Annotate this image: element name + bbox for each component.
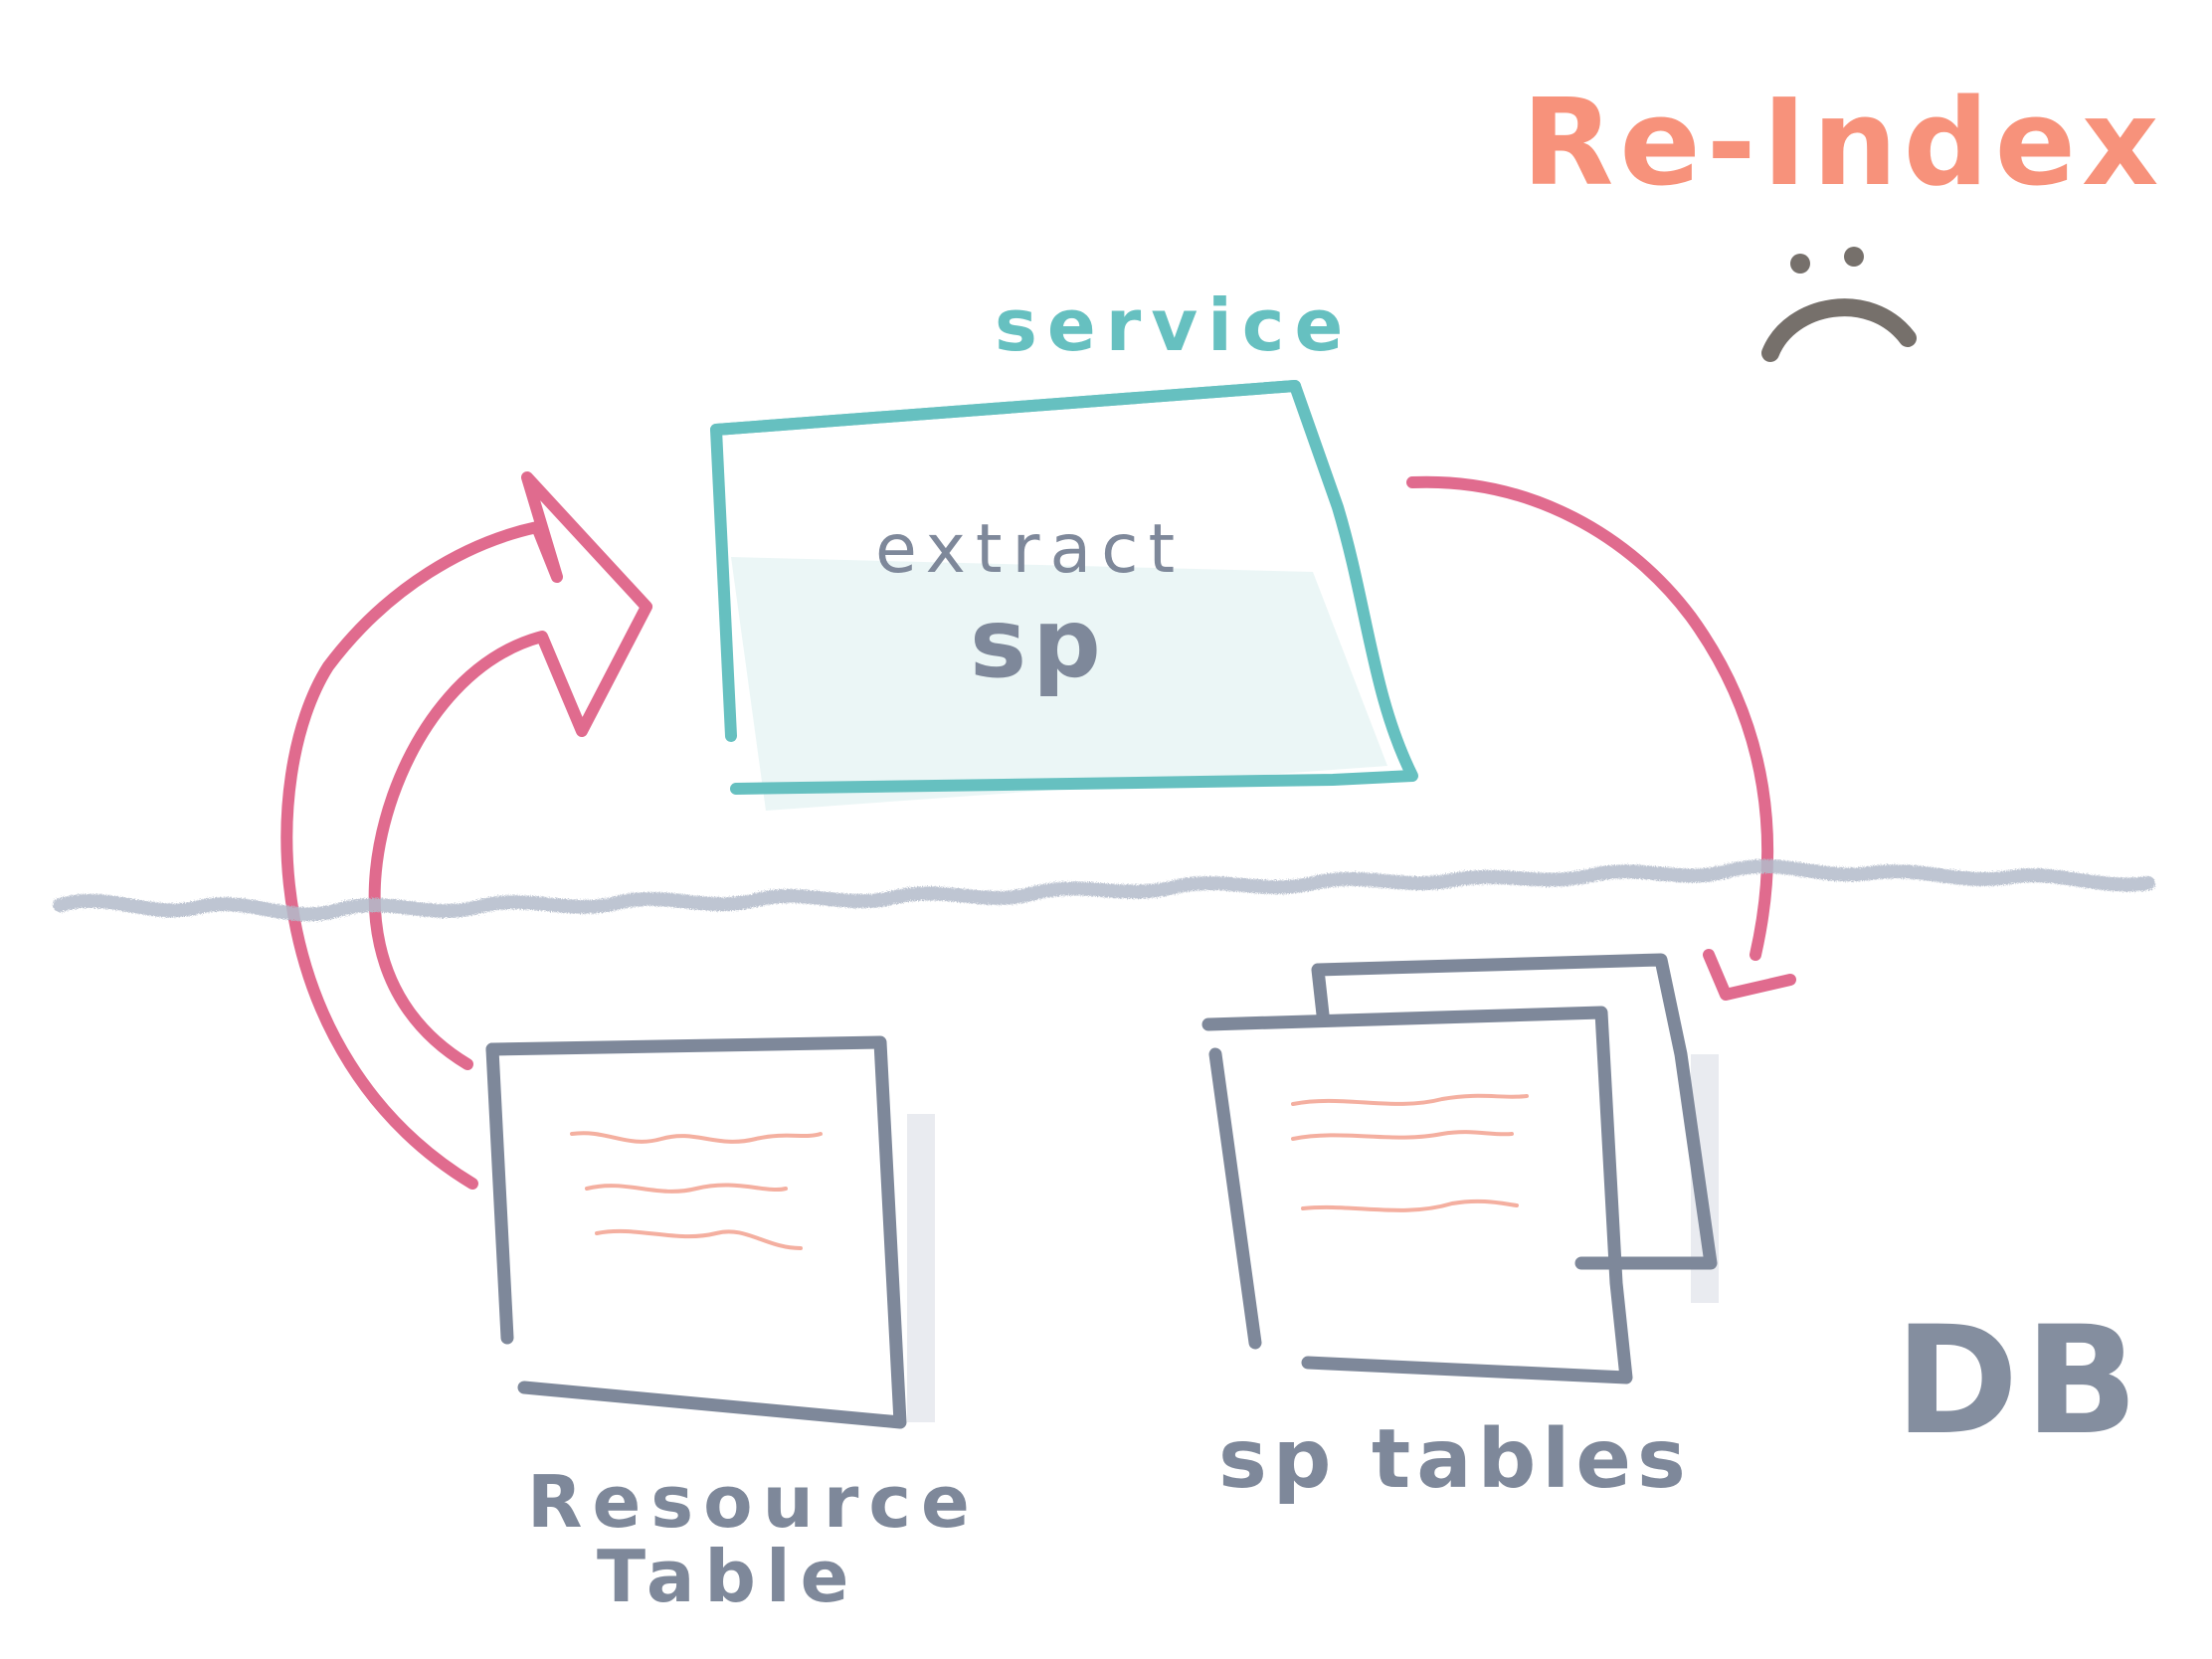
resource-table-document [485,1035,907,1429]
resource-table-label-line1: Resource [527,1460,980,1544]
sp-tables-front-sheet [1201,1006,1633,1384]
service-line2: sp [970,588,1107,699]
title-text: Re-Index [1522,75,2164,213]
sp-tables-label: sp tables [1218,1412,1692,1507]
separator-wave [53,858,2155,922]
right-down-arrow [1406,475,1774,961]
service-box-shadow [731,557,1387,811]
resource-table-lines [570,1131,823,1250]
sad-face-icon [1761,247,1917,362]
resource-table-shadow [907,1114,935,1422]
sp-tables-back-sheet [1311,953,1718,1270]
left-up-arrow [280,471,652,1190]
resource-table-label-line2: Table [597,1535,858,1618]
db-label: DB [1895,1295,2144,1468]
service-label: service [995,283,1353,367]
sp-tables-lines [1291,1093,1529,1212]
right-arrowhead [1703,949,1796,1001]
service-box [710,380,1418,795]
service-line1: extract [875,510,1185,589]
